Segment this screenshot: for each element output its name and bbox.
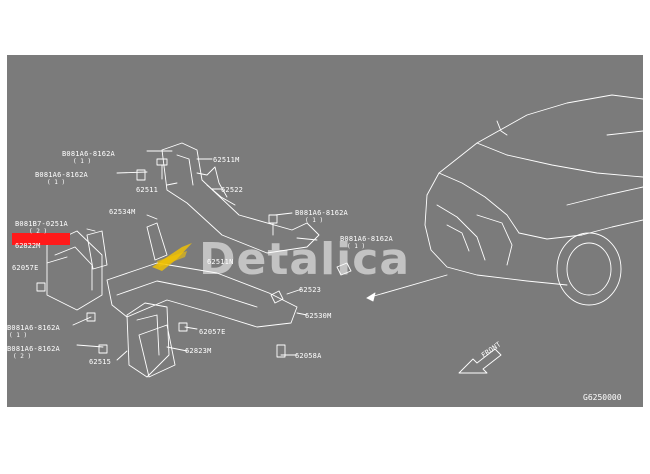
bolt-qty-4: ( 1 ) [305, 217, 324, 224]
watermark: Detalica [199, 234, 411, 285]
front-arrow [458, 348, 502, 374]
part-62511[interactable]: 62511 [136, 186, 159, 194]
bolt-label-7[interactable]: B081A6-8162A [7, 345, 60, 353]
part-62515[interactable]: 62515 [89, 358, 112, 366]
bolt-label-5[interactable]: B081A6-8162A [340, 235, 393, 243]
bolt-qty-3: ( 2 ) [29, 228, 48, 235]
part-62057e-left[interactable]: 62057E [12, 264, 39, 272]
bolt-qty-5: ( 1 ) [347, 243, 366, 250]
bolt-qty-2: ( 1 ) [47, 179, 66, 186]
bolt-label-6[interactable]: B081A6-8162A [7, 324, 60, 332]
bolt-qty-1: ( 1 ) [73, 158, 92, 165]
diagram-panel: Detalica 62822M B081A6-8162A ( 1 ) B081A… [7, 55, 643, 407]
part-62511n[interactable]: 62511N [207, 258, 234, 266]
callout-arrow [366, 274, 448, 299]
bolt-label-2[interactable]: B081A6-8162A [35, 171, 88, 179]
bolt-label-1[interactable]: B081A6-8162A [62, 150, 115, 158]
part-62058a[interactable]: 62058A [295, 352, 322, 360]
highlighted-part-label[interactable]: 62822M [12, 233, 70, 250]
highlighted-part-number: 62822M [15, 242, 41, 250]
part-62522[interactable]: 62522 [221, 186, 244, 194]
bolt-qty-7: ( 2 ) [13, 353, 32, 360]
part-62530m[interactable]: 62530M [305, 312, 332, 320]
bolt-label-3[interactable]: B081B7-0251A [15, 220, 68, 228]
car-outline [424, 94, 643, 306]
part-62823m[interactable]: 62823M [185, 347, 212, 355]
part-62057e-center[interactable]: 62057E [199, 328, 226, 336]
watermark-logo [152, 243, 192, 271]
bolt-qty-6: ( 1 ) [9, 332, 28, 339]
part-62523[interactable]: 62523 [299, 286, 322, 294]
parts-illustration [36, 94, 643, 378]
part-62511m[interactable]: 62511M [213, 156, 240, 164]
diagram-code: G6250000 [583, 393, 622, 402]
bolt-label-4[interactable]: B081A6-8162A [295, 209, 348, 217]
part-62534m[interactable]: 62534M [109, 208, 136, 216]
